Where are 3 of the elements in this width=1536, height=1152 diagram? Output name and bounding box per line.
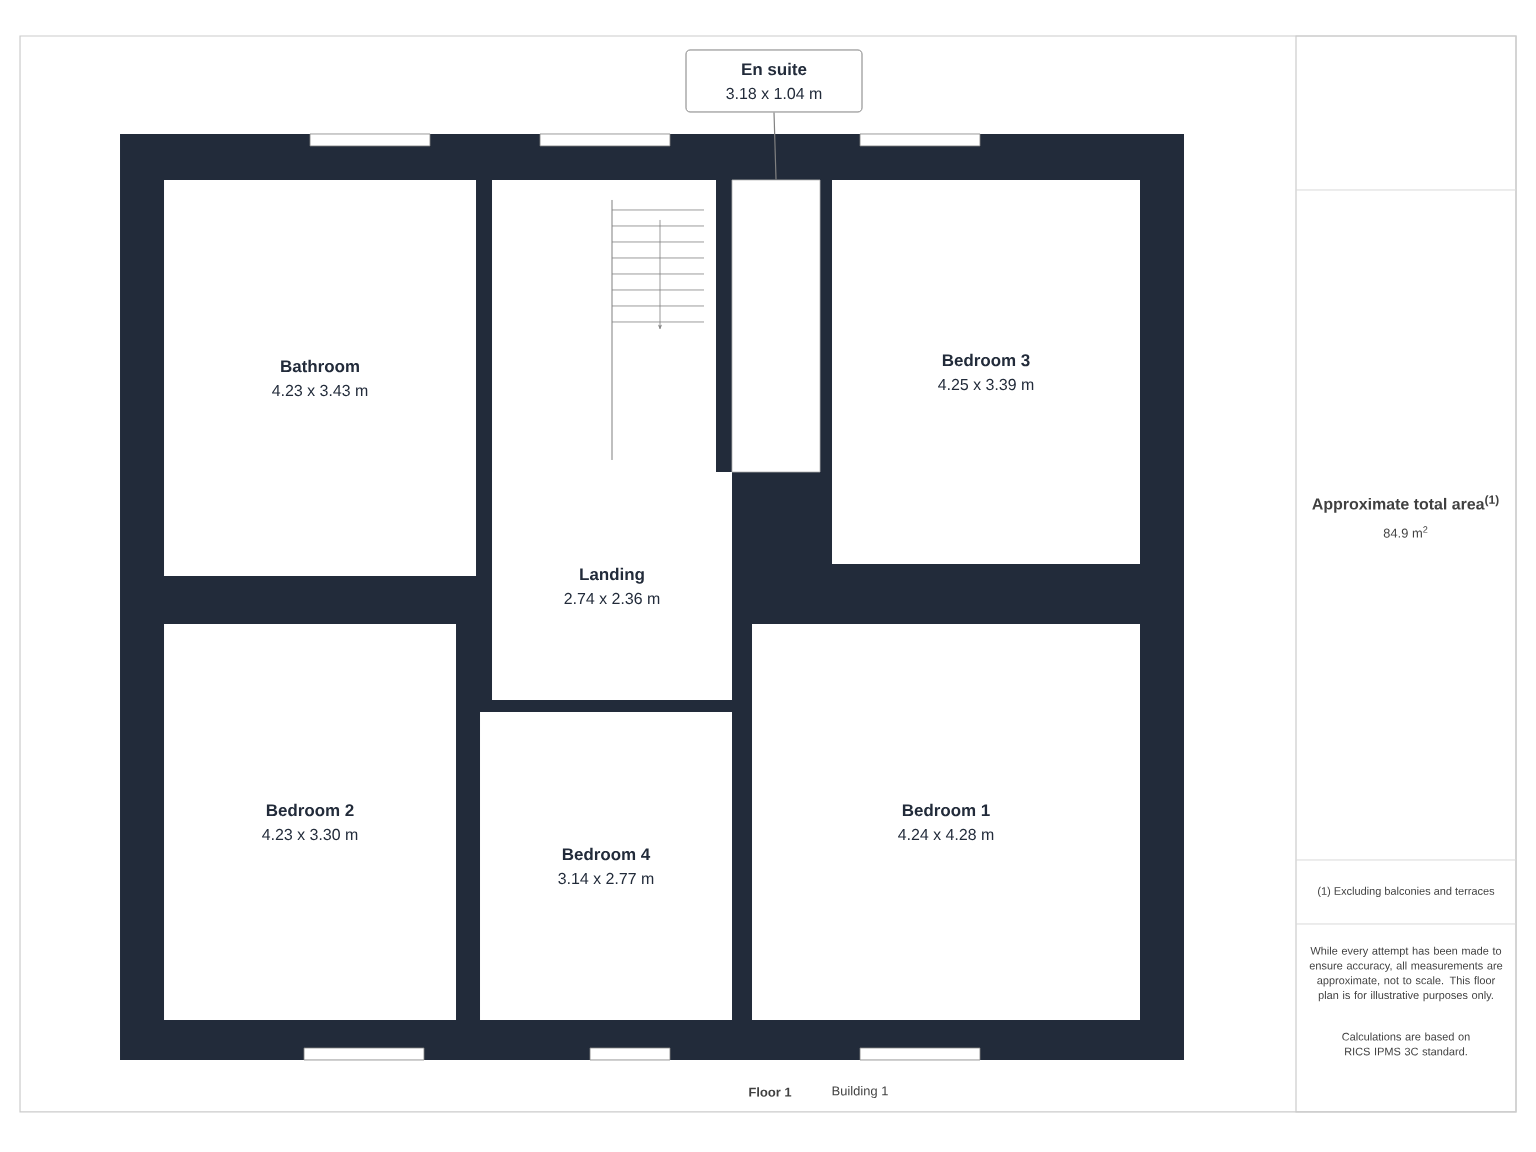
room-area — [731, 179, 821, 473]
node-label: Landing — [580, 567, 644, 584]
leader-line — [773, 111, 777, 181]
